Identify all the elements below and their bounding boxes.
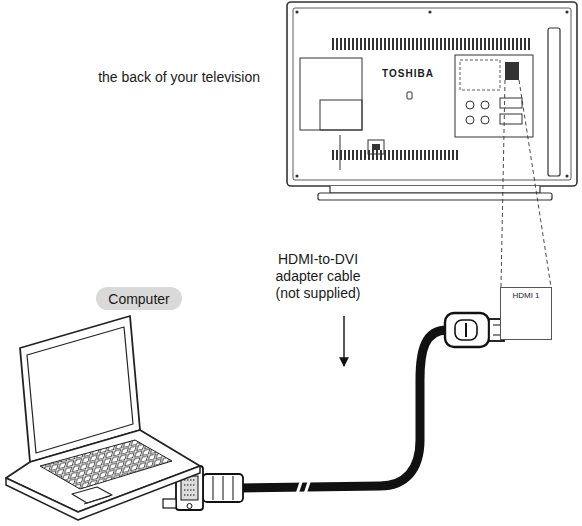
port-panel: HDMI 1 (500, 287, 552, 340)
television-back (287, 2, 577, 287)
hdmi-plug (445, 313, 504, 347)
brand-logo: TOSHIBA (378, 68, 438, 80)
node-text: HDMI 1 (512, 291, 539, 300)
cable-label: HDMI-to-DVI adapter cable (not supplied) (262, 251, 374, 301)
pointer-arrow (343, 316, 344, 366)
tv-caption: the back of your television (60, 69, 260, 86)
node-text: Computer (108, 291, 169, 307)
device-tag: Computer (96, 287, 182, 310)
laptop (6, 316, 200, 520)
